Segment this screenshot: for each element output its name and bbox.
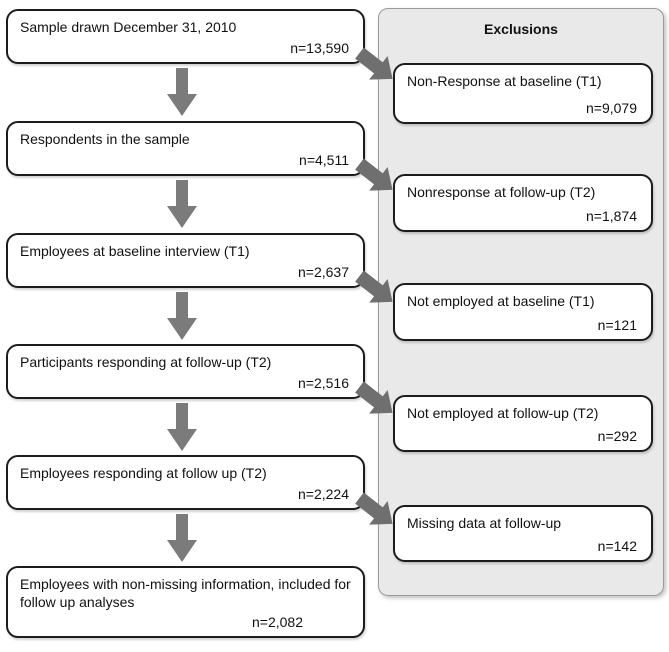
flow-step-label: Participants responding at follow-up (T2…	[20, 354, 272, 370]
exclusion-count: n=1,874	[586, 208, 637, 224]
exclusions-title: Exclusions	[484, 21, 558, 37]
flow-step-label: Sample drawn December 31, 2010	[20, 19, 237, 35]
exclusion-arrow-icon	[355, 492, 393, 525]
flow-step-box-4: Participants responding at follow-up (T2…	[6, 344, 365, 399]
exclusion-box-1: Non-Response at baseline (T1) n=9,079	[393, 63, 653, 124]
down-arrow-icon	[167, 292, 197, 340]
flow-step-box-1: Sample drawn December 31, 2010 n=13,590	[6, 9, 365, 64]
exclusion-label: Missing data at follow-up	[407, 515, 562, 531]
flow-step-count: n=4,511	[299, 152, 349, 168]
down-arrow-icon	[167, 180, 197, 228]
flow-step-count: n=2,637	[298, 264, 349, 280]
flow-step-count: n=2,082	[252, 614, 303, 630]
flow-step-label: Employees with non-missing information, …	[20, 576, 351, 610]
exclusion-count: n=142	[597, 538, 637, 554]
down-arrow-icon	[167, 68, 197, 116]
exclusion-count: n=292	[597, 428, 637, 444]
exclusion-arrow-icon	[355, 381, 393, 414]
exclusion-box-5: Missing data at follow-up n=142	[393, 505, 653, 562]
flow-step-count: n=2,516	[298, 375, 349, 391]
flow-step-label: Employees responding at follow up (T2)	[20, 465, 267, 481]
flow-step-label: Respondents in the sample	[20, 131, 190, 147]
exclusion-box-3: Not employed at baseline (T1) n=121	[393, 283, 653, 341]
exclusion-label: Not employed at baseline (T1)	[407, 293, 595, 309]
exclusion-arrow-icon	[355, 158, 393, 191]
exclusion-arrow-icon	[355, 270, 393, 303]
flow-step-count: n=2,224	[298, 486, 349, 502]
flow-step-label: Employees at baseline interview (T1)	[20, 243, 250, 259]
flow-step-box-3: Employees at baseline interview (T1) n=2…	[6, 233, 365, 288]
down-arrow-icon	[167, 514, 197, 562]
exclusion-box-2: Nonresponse at follow-up (T2) n=1,874	[393, 174, 653, 232]
flow-step-box-6: Employees with non-missing information, …	[6, 566, 365, 638]
flow-step-count: n=13,590	[290, 40, 349, 56]
exclusion-label: Nonresponse at follow-up (T2)	[407, 184, 596, 200]
exclusion-count: n=9,079	[586, 100, 637, 116]
exclusion-box-4: Not employed at follow-up (T2) n=292	[393, 395, 653, 452]
down-arrow-icon	[167, 403, 197, 451]
exclusion-count: n=121	[597, 317, 637, 333]
exclusion-arrow-icon	[355, 47, 393, 80]
flow-step-box-2: Respondents in the sample n=4,511	[6, 121, 365, 176]
flow-step-box-5: Employees responding at follow up (T2) n…	[6, 455, 365, 510]
exclusion-label: Non-Response at baseline (T1)	[407, 73, 602, 89]
exclusion-label: Not employed at follow-up (T2)	[407, 405, 599, 421]
